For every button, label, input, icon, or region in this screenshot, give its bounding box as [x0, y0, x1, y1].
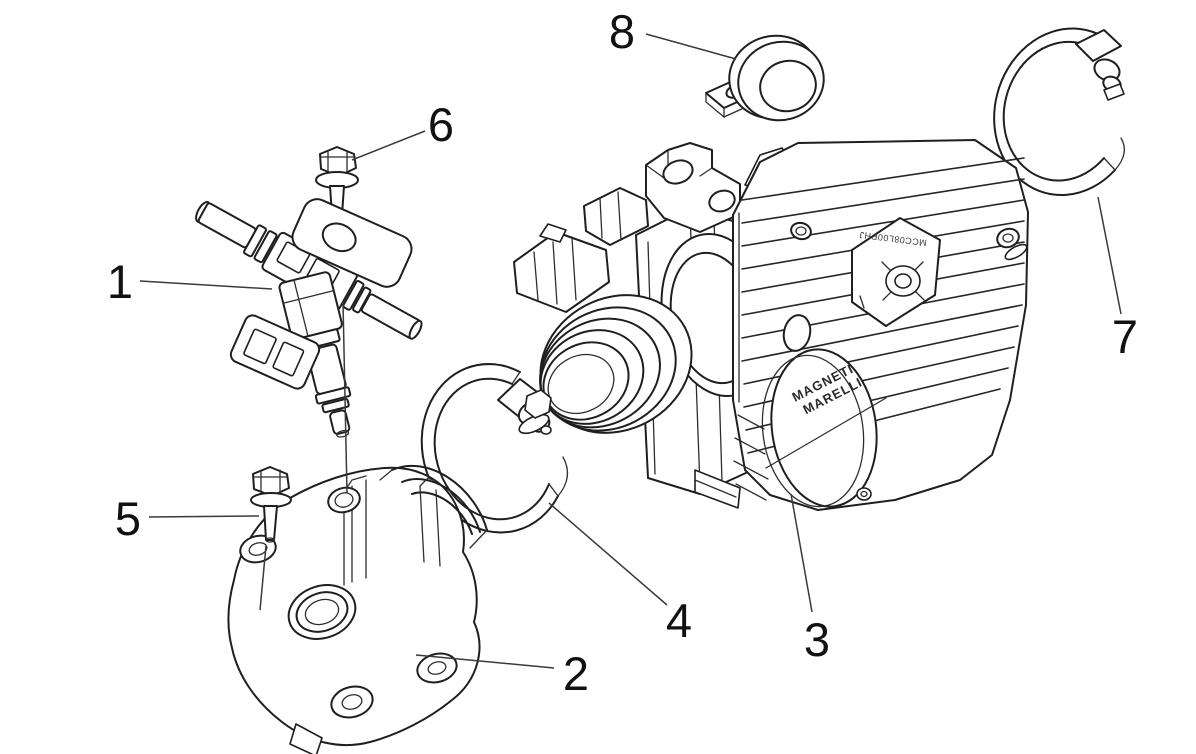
leader-lines: [139, 33, 1122, 669]
callout-2: 2: [563, 647, 589, 700]
assembly-line-bolt5: [259, 545, 267, 611]
part-5-flange-bolt: [250, 466, 292, 611]
brand-cover-disc: MAGNETI MARELLI: [761, 348, 887, 508]
mounting-bracket: [645, 142, 741, 233]
injector-seat: [327, 486, 361, 514]
callout-4: 4: [666, 594, 692, 647]
callout-8: 8: [609, 5, 635, 58]
part-7-hose-clamp: [993, 27, 1126, 197]
clamp-screw-housing: [1075, 29, 1122, 62]
callout-7: 7: [1112, 310, 1138, 363]
injector-bracket: [291, 198, 413, 288]
callout-1: 1: [107, 255, 133, 308]
part-3-throttle-body: MCC08L00PHJ MAGNETI MARELLI: [513, 139, 1029, 511]
part-8-pipe-clamp: [705, 34, 825, 122]
part-2-intake-manifold: [227, 464, 488, 754]
callout-numbers: 1 2 3 4 5 6 7 8: [107, 5, 1138, 700]
callout-6: 6: [428, 98, 454, 151]
injector-connector: [229, 314, 321, 390]
ribbed-inlet: [539, 294, 693, 434]
assembly-line-injector: [342, 301, 348, 494]
tps-connector: [513, 223, 610, 313]
part-1-fuel-injector: [195, 198, 423, 494]
callout-5: 5: [115, 492, 141, 545]
callout-3: 3: [804, 613, 830, 666]
